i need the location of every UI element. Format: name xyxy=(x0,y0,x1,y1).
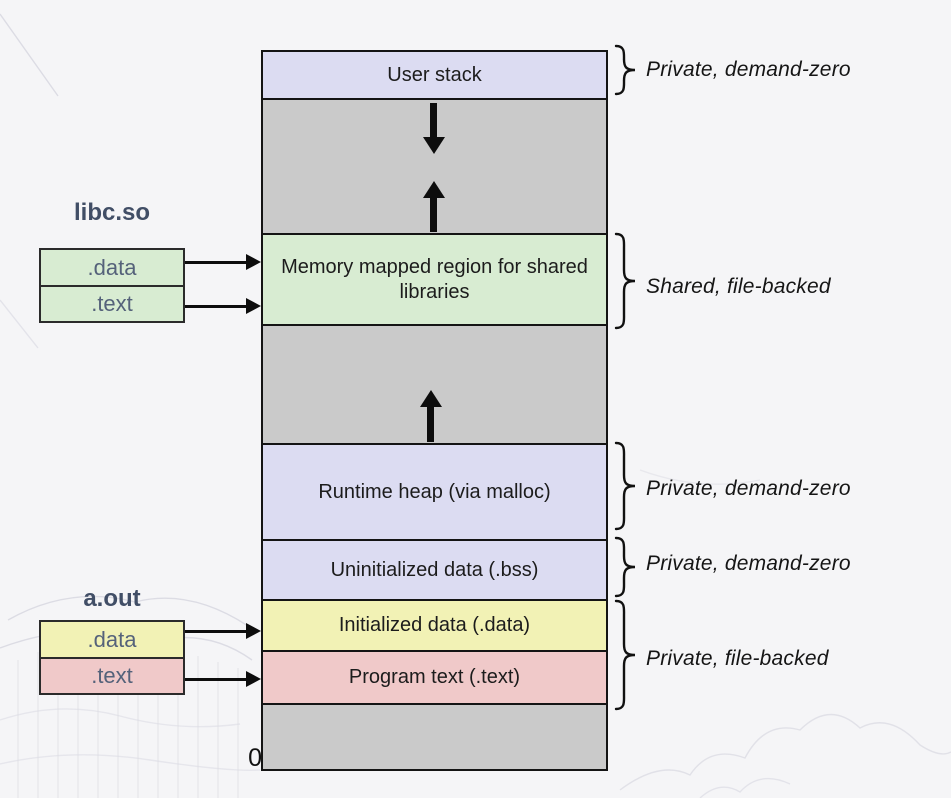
brace-heap xyxy=(614,441,636,531)
region-data: Initialized data (.data) xyxy=(261,599,608,652)
region-label: Runtime heap (via malloc) xyxy=(318,480,551,503)
section-label: .data xyxy=(87,254,137,280)
arrow-down-icon xyxy=(423,137,445,154)
region-text: Program text (.text) xyxy=(261,650,608,705)
region-label: Program text (.text) xyxy=(348,666,521,688)
libc-text-arrow xyxy=(185,305,247,308)
region-gap-mmap-heap xyxy=(261,324,608,445)
arrow-right-icon xyxy=(246,623,261,639)
region-user-stack: User stack xyxy=(261,50,608,100)
aout-title: a.out xyxy=(83,585,141,612)
section-label: .text xyxy=(91,291,133,316)
origin-address-label: 0 xyxy=(248,744,262,772)
aout-data-section: .data xyxy=(39,620,185,659)
arrow-up-icon xyxy=(423,181,445,198)
annotation-user-stack: Private, demand-zero xyxy=(646,58,851,81)
aout-text-section: .text xyxy=(39,657,185,695)
libc-data-arrow xyxy=(185,261,247,264)
annotation-bss: Private, demand-zero xyxy=(646,552,851,575)
region-memory-mapped: Memory mapped region for shared librarie… xyxy=(261,233,608,326)
section-label: .text xyxy=(91,663,133,688)
region-label: Memory mapped region for shared librarie… xyxy=(281,255,588,303)
brace-bss xyxy=(614,536,636,598)
region-label: Initialized data (.data) xyxy=(338,614,531,636)
arrow-right-icon xyxy=(246,298,261,314)
arrow-right-icon xyxy=(246,671,261,687)
section-label: .data xyxy=(87,626,137,652)
libc-text-section: .text xyxy=(39,285,185,323)
arrow-right-icon xyxy=(246,254,261,270)
libc-title: libc.so xyxy=(73,199,151,226)
annotation-heap: Private, demand-zero xyxy=(646,477,851,500)
aout-text-arrow xyxy=(185,678,247,681)
brace-mmap xyxy=(614,232,636,330)
aout-data-arrow xyxy=(185,630,247,633)
region-bottom-gap xyxy=(261,703,608,771)
annotation-mmap: Shared, file-backed xyxy=(646,275,831,298)
brace-user-stack xyxy=(614,44,636,96)
arrow-up-icon xyxy=(420,390,442,407)
brace-file-backed xyxy=(614,599,636,711)
annotation-file-backed: Private, file-backed xyxy=(646,647,829,670)
region-runtime-heap: Runtime heap (via malloc) xyxy=(261,443,608,541)
libc-data-section: .data xyxy=(39,248,185,287)
region-label: User stack xyxy=(387,63,482,86)
region-bss: Uninitialized data (.bss) xyxy=(261,539,608,601)
region-label: Uninitialized data (.bss) xyxy=(330,558,539,581)
